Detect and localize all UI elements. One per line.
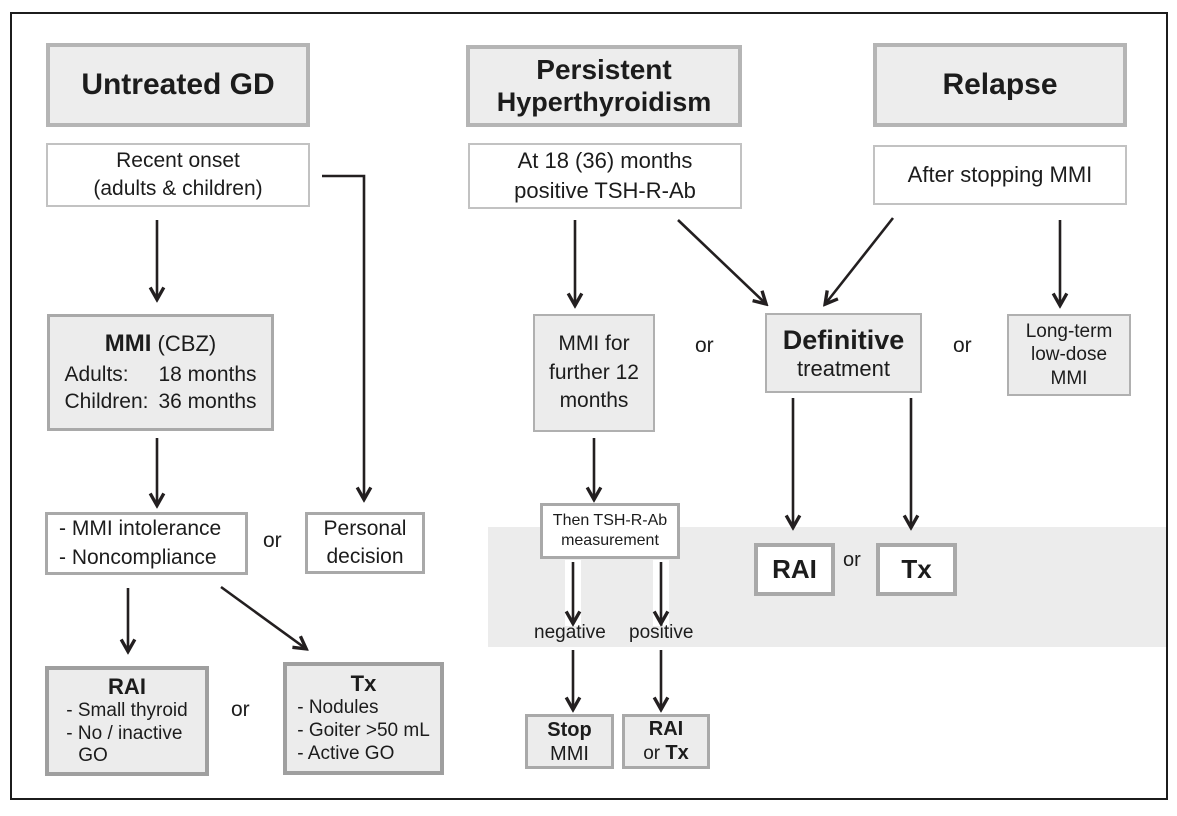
after-stopping-label: After stopping MMI [907,162,1093,188]
header-untreated-gd: Untreated GD [46,43,310,127]
rai-option-item1: - Small thyroid [66,699,188,721]
node-stop-mmi: Stop MMI [525,714,614,769]
tshrab-check-line2: positive TSH-R-Ab [514,178,696,203]
stop-mmi-line2: MMI [550,742,589,765]
rai-or-tx-or: or [643,743,666,765]
node-rai-definitive: RAI [754,543,835,596]
node-personal-decision: Personal decision [305,512,425,574]
personal-decision-line2: decision [326,545,404,568]
tx-option-item1: - Nodules [297,697,379,719]
tx-option-items: - Nodules - Goiter >50 mL - Active GO [297,697,430,765]
recent-onset-line1: Recent onset [116,148,240,172]
or-label-2: or [231,698,250,721]
rai-definitive-label: RAI [772,554,817,584]
negative-label: negative [534,622,606,643]
positive-label: positive [629,622,694,643]
node-mmi-intolerance: - MMI intolerance - Noncompliance [45,512,248,575]
header-relapse: Relapse [873,43,1127,127]
tx-option-item3: - Active GO [297,742,395,764]
header-persistent-hyperthyroidism: Persistent Hyperthyroidism [466,45,742,127]
header-persistent-line1: Persistent [536,54,672,86]
mmi-further-line2: further 12 [549,360,639,384]
rai-option-title: RAI [108,673,146,699]
long-term-line1: Long-term [1025,321,1113,343]
node-mmi-further: MMI for further 12 months [533,314,655,432]
recent-onset-line2: (adults & children) [93,177,263,200]
header-persistent-line2: Hyperthyroidism [496,86,712,117]
mmi-children-value: 36 months [158,390,257,413]
rai-option-items: - Small thyroid - No / inactive GO [66,700,187,768]
definitive-line1: Definitive [782,324,905,355]
or-label-4: or [843,549,861,571]
mmi-initial-alt: (CBZ) [151,330,217,356]
rai-option-item2b: GO [78,745,108,767]
node-long-term-mmi: Long-term low-dose MMI [1007,314,1131,396]
node-tx-definitive: Tx [876,543,957,596]
node-recent-onset: Recent onset (adults & children) [46,143,310,207]
intolerance-line1: - MMI intolerance [59,517,222,541]
node-rai-option: RAI - Small thyroid - No / inactive GO [45,666,209,776]
mmi-adults-label: Adults: [64,362,129,386]
or-label-5: or [953,334,972,357]
rai-or-tx-line1: RAI [648,718,684,741]
tshrab-check-line1: At 18 (36) months [517,148,693,174]
mmi-further-line3: months [559,389,629,413]
or-label-3: or [695,334,714,357]
mmi-initial-durations: Adults: 18 months Children: 36 months [64,361,256,416]
node-definitive-treatment: Definitive treatment [765,313,922,393]
then-tshrab-line2: measurement [561,532,659,549]
rai-or-tx-line2: or Tx [643,741,689,766]
stop-mmi-line1: Stop [547,718,592,741]
mmi-further-line1: MMI for [558,332,630,356]
definitive-line2: treatment [797,355,890,381]
node-rai-or-tx: RAI or Tx [622,714,710,769]
or-label-1: or [263,529,282,552]
rai-or-tx-tx: Tx [665,742,689,765]
long-term-line2: low-dose [1030,344,1108,366]
header-relapse-label: Relapse [942,68,1058,101]
then-tshrab-line1: Then TSH-R-Ab [552,512,668,529]
mmi-initial-drug: MMI [104,329,152,357]
mmi-adults-value: 18 months [158,362,257,386]
node-tx-option: Tx - Nodules - Goiter >50 mL - Active GO [283,662,444,775]
node-then-tshrab: Then TSH-R-Ab measurement [540,503,680,559]
rai-option-item2: - No / inactive [66,722,183,744]
mmi-children-label: Children: [64,390,149,413]
header-untreated-gd-label: Untreated GD [81,68,275,101]
node-tshrab-check: At 18 (36) months positive TSH-R-Ab [468,143,742,209]
tx-option-title: Tx [350,671,377,697]
mmi-initial-title: MMI (CBZ) [105,330,216,358]
tx-option-item2: - Goiter >50 mL [297,720,430,742]
node-mmi-initial: MMI (CBZ) Adults: 18 months Children: 36… [47,314,274,431]
long-term-line3: MMI [1050,367,1088,389]
tx-definitive-label: Tx [901,554,932,584]
personal-decision-line1: Personal [323,516,407,540]
node-after-stopping: After stopping MMI [873,145,1127,205]
intolerance-line2: - Noncompliance [59,545,217,569]
